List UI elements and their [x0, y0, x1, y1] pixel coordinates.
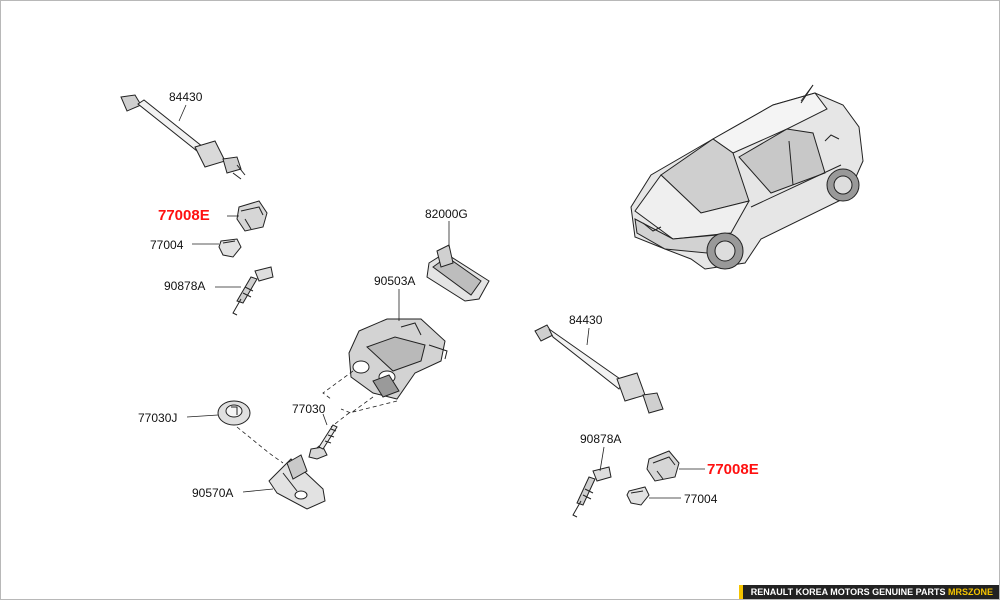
rivet-left: [232, 266, 274, 316]
rivet-right: [572, 466, 612, 518]
tailgate-lock: [348, 318, 448, 400]
label-90503a: 90503A: [374, 274, 416, 288]
grommet: [217, 400, 251, 426]
label-77030: 77030: [292, 402, 326, 416]
label-90878a-left: 90878A: [164, 279, 206, 293]
label-82000g: 82000G: [425, 207, 468, 221]
car-illustration: [630, 84, 864, 270]
bolt: [308, 424, 338, 460]
label-84430-right: 84430: [569, 313, 603, 327]
label-90570a: 90570A: [192, 486, 234, 500]
gas-strut-left: [120, 94, 246, 180]
label-84430-left: 84430: [169, 90, 203, 104]
label-77004-left: 77004: [150, 238, 184, 252]
tailgate-handle: [426, 244, 490, 302]
footer-watermark: RENAULT KOREA MOTORS GENUINE PARTS MRSZO…: [738, 585, 999, 599]
footer-text: RENAULT KOREA MOTORS GENUINE PARTS: [750, 587, 946, 597]
cap-right: [626, 486, 650, 506]
label-77030j: 77030J: [138, 411, 178, 425]
footer-brand: MRSZONE: [948, 587, 993, 597]
label-90878a-right: 90878A: [580, 432, 622, 446]
striker: [268, 454, 326, 510]
cap-left: [218, 238, 242, 258]
label-77008e-right: 77008E: [707, 461, 759, 478]
trim-clip-left: [236, 200, 268, 232]
label-77008e-left: 77008E: [158, 207, 210, 224]
trim-clip-right: [646, 450, 680, 482]
gas-strut-right: [534, 324, 664, 414]
label-77004-right: 77004: [684, 492, 718, 506]
